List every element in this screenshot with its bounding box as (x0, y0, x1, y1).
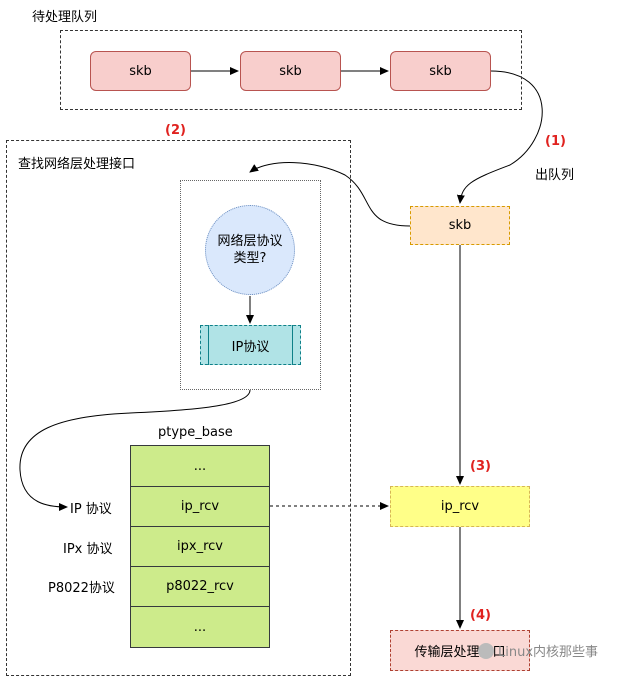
main-skb: skb (410, 206, 510, 245)
ptype-title: ptype_base (158, 425, 233, 440)
ptype-row-2: ipx_rcv (130, 526, 270, 567)
protocol-type-decision-text: 网络层协议 类型? (217, 234, 283, 266)
transport-layer-box: 传输层处理接口 (390, 630, 530, 671)
dequeue-label: 出队列 (535, 168, 575, 183)
queue-skb-1: skb (90, 51, 191, 91)
step-3-label: (3) (470, 459, 491, 474)
ip-protocol-box-right-bar (292, 325, 293, 365)
ptype-row-label-ipx: IPx 协议 (63, 542, 113, 557)
ip-rcv-box: ip_rcv (390, 486, 530, 527)
lookup-title: 查找网络层处理接口 (18, 157, 136, 172)
ptype-row-label-ip: IP 协议 (70, 502, 112, 517)
step-1-label: (1) (545, 134, 566, 149)
ptype-row-0: ... (130, 445, 270, 487)
ip-protocol-box: IP协议 (200, 325, 301, 365)
queue-title: 待处理队列 (32, 10, 98, 25)
ptype-row-1: ip_rcv (130, 486, 270, 527)
ptype-row-4: ... (130, 606, 270, 648)
wechat-logo-icon (478, 642, 494, 659)
queue-frame (60, 30, 522, 110)
protocol-type-decision: 网络层协议 类型? (205, 205, 295, 295)
ip-protocol-box-left-bar (208, 325, 209, 365)
step-2-label: (2) (165, 123, 186, 138)
queue-skb-3: skb (390, 51, 491, 91)
watermark: Linux内核那些事 (478, 641, 598, 660)
ip-protocol-box-label: IP协议 (231, 339, 270, 355)
step-4-label: (4) (470, 608, 491, 623)
watermark-text: Linux内核那些事 (498, 645, 599, 660)
queue-skb-2: skb (240, 51, 341, 91)
ptype-row-label-p8022: P8022协议 (48, 581, 115, 596)
ptype-row-3: p8022_rcv (130, 566, 270, 607)
decision-frame (180, 180, 321, 390)
lookup-frame (6, 140, 351, 676)
